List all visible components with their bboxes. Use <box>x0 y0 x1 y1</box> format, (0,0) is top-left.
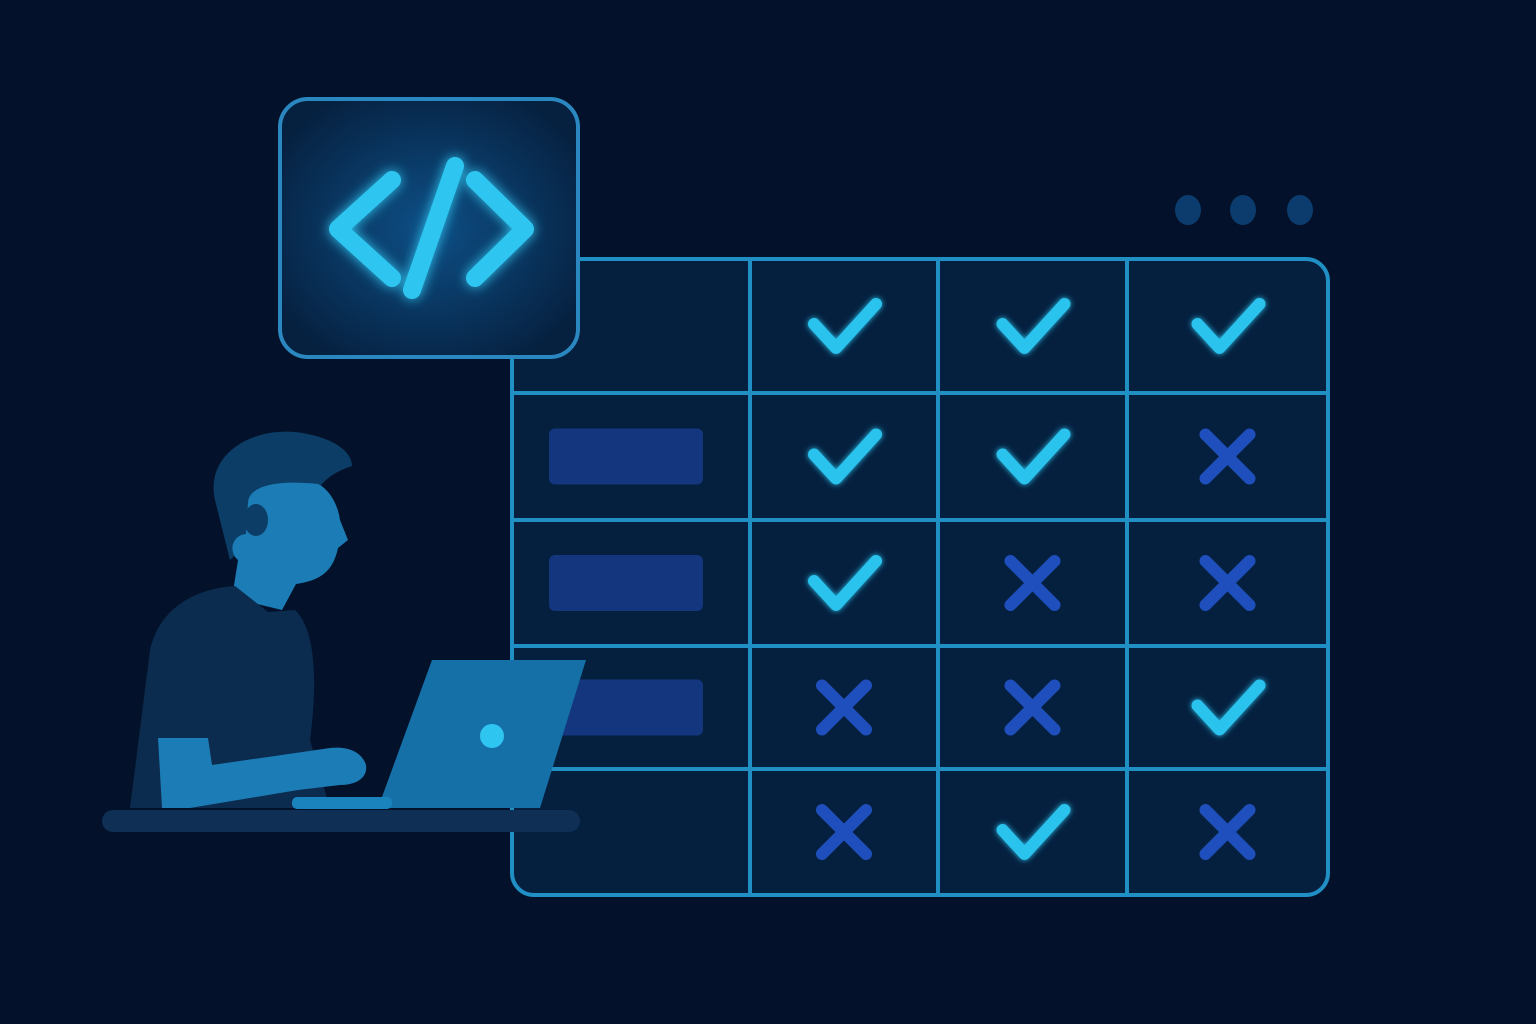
cross-icon <box>1004 555 1061 611</box>
menu-dot <box>1230 195 1256 225</box>
laptop-logo <box>480 724 504 748</box>
check-icon <box>996 298 1071 354</box>
menu-dot <box>1287 195 1313 225</box>
cross-icon <box>1199 555 1256 611</box>
code-brackets-icon <box>329 157 534 299</box>
person-ear <box>244 504 268 536</box>
cross-stroke <box>1004 679 1061 736</box>
cross-stroke <box>816 679 872 736</box>
cross-icon <box>1199 428 1256 485</box>
cross-icon <box>816 804 872 860</box>
check-icon <box>1191 298 1266 354</box>
cross-icon <box>816 679 872 736</box>
cross-icon <box>1199 804 1256 860</box>
check-icon <box>808 428 882 485</box>
cross-stroke <box>1004 555 1061 611</box>
laptop-base <box>292 797 392 809</box>
matrix-frame <box>510 257 1330 897</box>
cross-icon <box>1004 679 1061 736</box>
menu-ellipsis-icon <box>1175 195 1313 225</box>
cross-stroke <box>1199 428 1256 485</box>
check-icon <box>808 555 882 611</box>
check-icon <box>996 428 1071 485</box>
cross-stroke <box>1199 555 1256 611</box>
feature-matrix <box>510 257 1330 897</box>
row-label-bar <box>549 555 703 611</box>
cross-stroke <box>1199 804 1256 860</box>
row-label-bar <box>549 428 703 485</box>
check-icon <box>996 804 1071 860</box>
cross-stroke <box>816 804 872 860</box>
code-card <box>278 97 580 359</box>
developer-person-icon <box>102 431 586 832</box>
check-icon <box>808 298 882 354</box>
person-arm <box>158 738 367 808</box>
menu-dot <box>1175 195 1201 225</box>
check-icon <box>1191 679 1266 736</box>
row-label-bar <box>549 679 703 736</box>
desk <box>102 810 580 832</box>
